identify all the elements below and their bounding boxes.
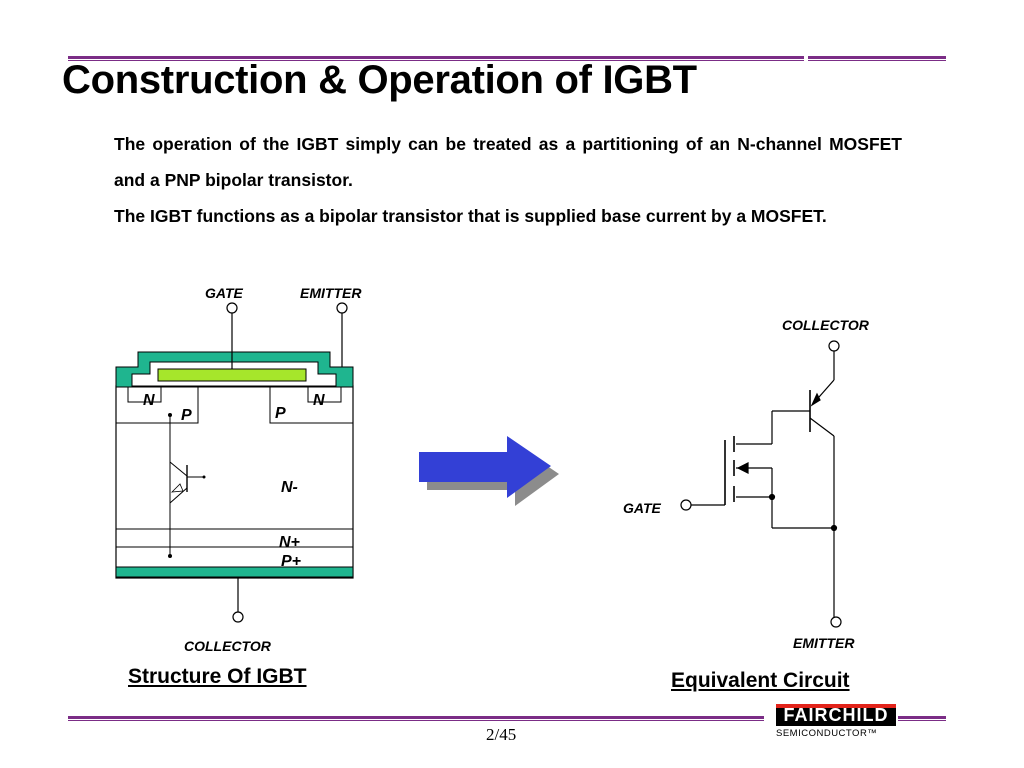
structure-collector-label: COLLECTOR (184, 638, 272, 654)
collector-terminal (232, 611, 244, 623)
circuit-emitter-label: EMITTER (793, 635, 855, 651)
circuit-caption: Equivalent Circuit (671, 669, 850, 692)
gate-terminal (226, 302, 238, 314)
structure-emitter-label: EMITTER (300, 285, 362, 301)
structure-caption: Structure Of IGBT (128, 665, 307, 688)
circuit-collector-terminal (828, 340, 840, 352)
top-rule (68, 56, 804, 61)
logo-subtitle: SEMICONDUCTOR™ (776, 728, 878, 739)
p-well-right (269, 386, 353, 424)
gate-poly (157, 368, 307, 382)
region-n-left: N (143, 392, 155, 409)
circuit-emitter-terminal (830, 616, 842, 628)
circuit-gate-label: GATE (623, 500, 662, 516)
igbt-diagram: GATE EMITTER COLLECTOR N N P P N- N+ P+ (115, 285, 870, 654)
circuit-gate-terminal (680, 499, 692, 511)
circuit-collector-label: COLLECTOR (782, 317, 870, 333)
region-n-plus: N+ (279, 534, 300, 551)
bottom-rule-right (898, 716, 946, 721)
region-n-minus: N- (281, 479, 298, 496)
equivalent-circuit (680, 340, 842, 628)
silicon-body (115, 385, 354, 579)
region-p-right: P (275, 405, 286, 422)
paragraph-operation: The operation of the IGBT simply can be … (114, 134, 902, 190)
fairchild-logo: FAIRCHILD SEMICONDUCTOR™ (776, 704, 896, 739)
slide-title: Construction & Operation of IGBT (62, 58, 697, 102)
emitter-terminal (336, 302, 348, 314)
logo-name: FAIRCHILD (776, 704, 896, 726)
top-rule-right (808, 56, 946, 61)
paragraph-functions: The IGBT functions as a bipolar transist… (114, 206, 827, 226)
n-source-right (307, 386, 342, 403)
right-arrow-icon (419, 436, 559, 506)
p-well-left (115, 386, 199, 424)
collector-metal (115, 566, 354, 578)
region-n-right: N (313, 392, 325, 409)
igbt-structure: GATE EMITTER COLLECTOR N N P P N- N+ P+ (115, 285, 362, 654)
n-source-left (127, 386, 162, 403)
page-number: 2/45 (486, 725, 517, 744)
bottom-rule (68, 716, 764, 721)
region-p-plus: P+ (281, 553, 301, 570)
region-p-left: P (181, 407, 192, 424)
structure-gate-label: GATE (205, 285, 244, 301)
